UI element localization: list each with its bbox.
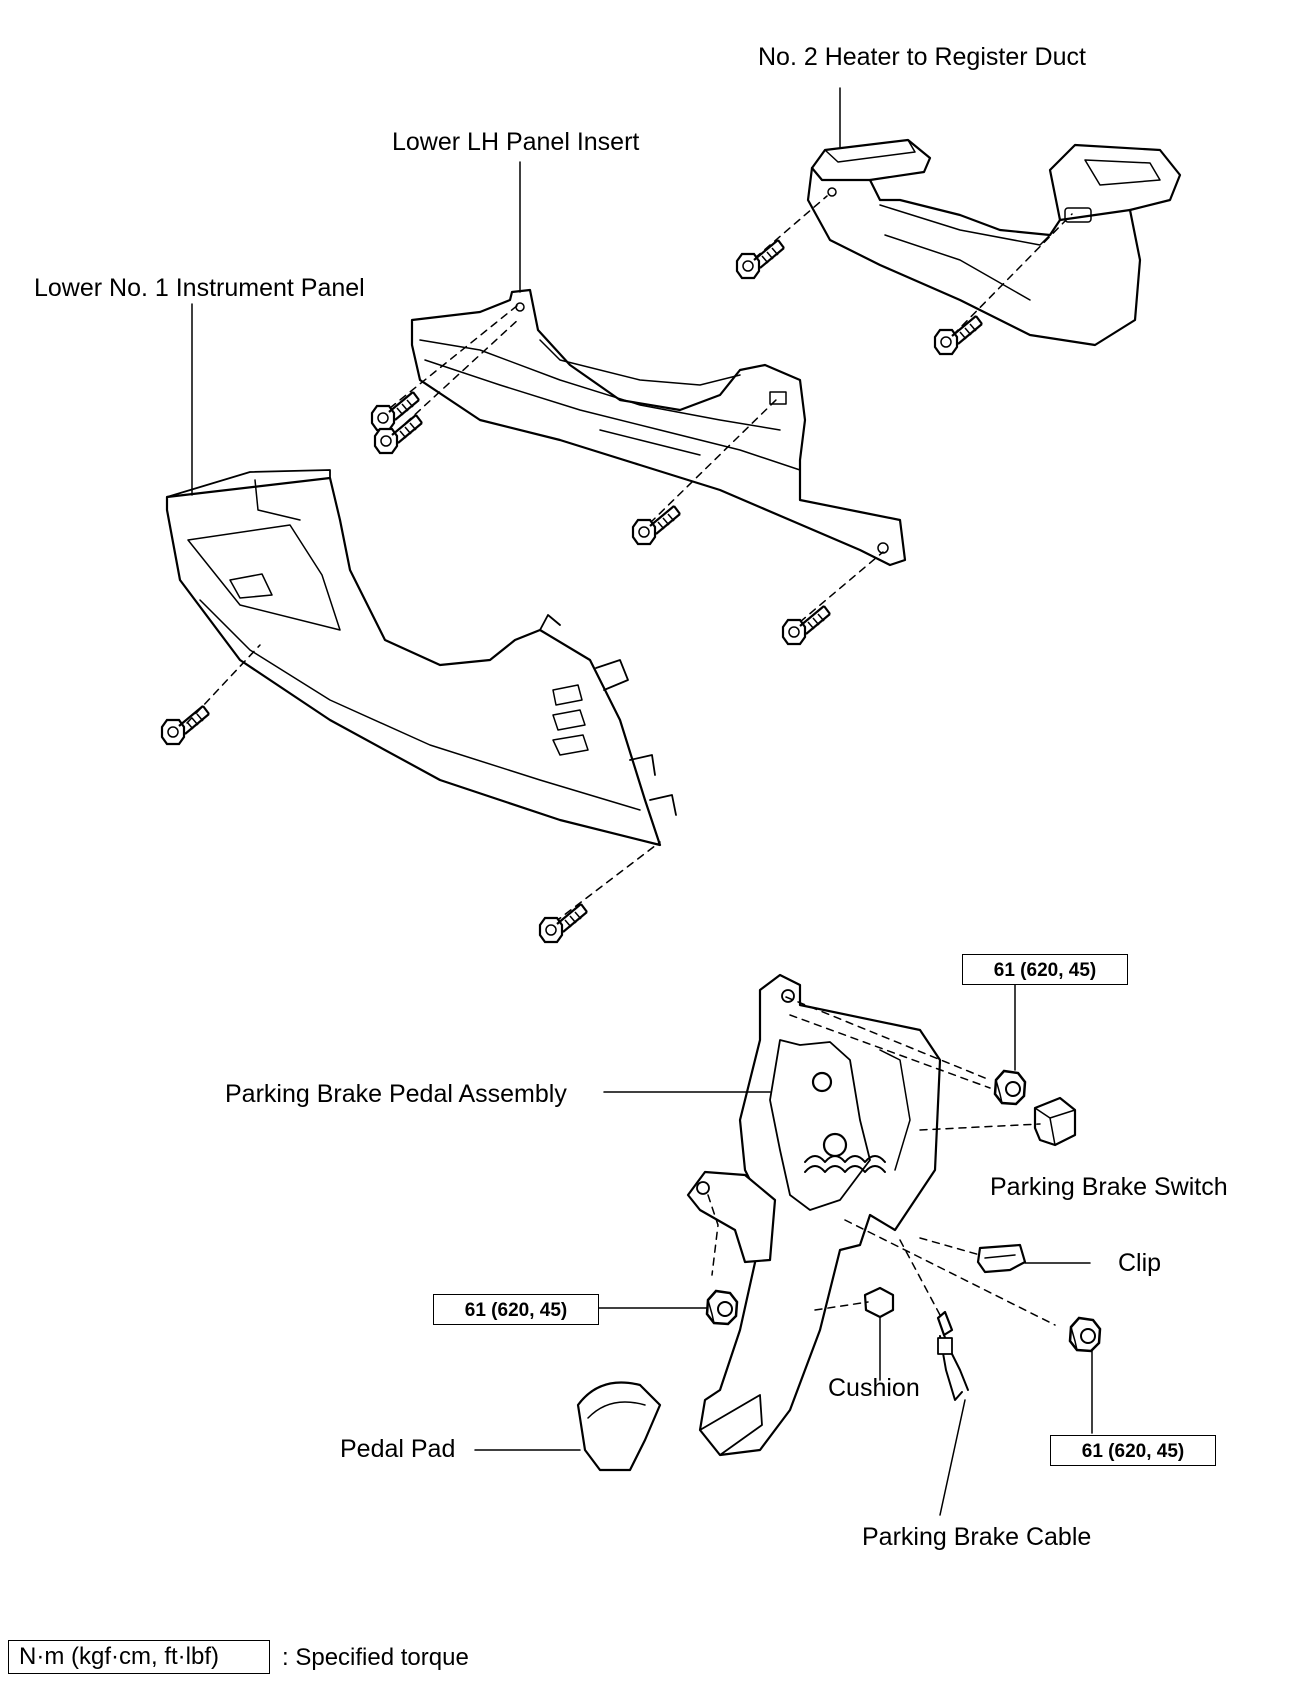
lh-panel-insert-label: Lower LH Panel Insert [392,128,640,156]
nut-icon [705,1289,739,1326]
clip-label: Clip [1118,1249,1162,1277]
instrument-panel-label: Lower No. 1 Instrument Panel [34,274,365,302]
bolt-icon [160,704,211,746]
heater-duct-label: No. 2 Heater to Register Duct [758,43,1086,71]
brake-switch-label: Parking Brake Switch [990,1173,1228,1201]
pedal-pad-drawing [576,1381,662,1472]
legend-unit-box: N·m (kgf·cm, ft·lbf) [8,1640,270,1674]
bolt-icon [735,238,786,280]
pedal-assembly-drawing [686,973,942,1457]
bolt-icon [538,902,589,944]
pedal-pad-label: Pedal Pad [340,1435,456,1463]
lh-panel-insert-drawing [410,288,907,567]
cushion-drawing [863,1286,895,1319]
torque-spec-left: 61 (620, 45) [433,1294,599,1325]
pedal-assembly-label: Parking Brake Pedal Assembly [225,1080,567,1108]
bolt-icon [631,504,682,546]
bolt-icon [933,314,984,356]
clip-drawing [976,1243,1027,1274]
brake-cable-drawing [936,1310,969,1401]
torque-spec-upper-right: 61 (620, 45) [962,954,1128,985]
legend-description: : Specified torque [282,1644,469,1671]
brake-cable-label: Parking Brake Cable [862,1523,1092,1551]
nut-icon [993,1069,1027,1106]
nut-icon [1068,1316,1102,1353]
heater-duct-drawing [806,138,1182,347]
torque-spec-lower-right: 61 (620, 45) [1050,1435,1216,1466]
instrument-panel-drawing [165,469,677,847]
bolt-icon [781,604,832,646]
brake-switch-drawing [1033,1096,1077,1147]
cushion-label: Cushion [828,1374,920,1402]
